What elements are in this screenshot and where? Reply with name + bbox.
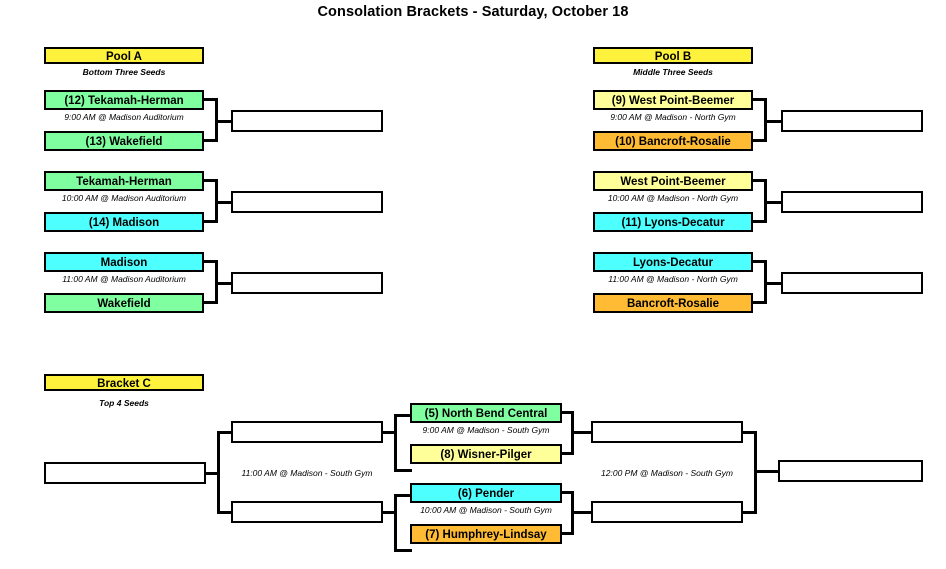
pool-b-game3-time: 11:00 AM @ Madison - North Gym [608, 274, 738, 284]
connector-line [394, 494, 397, 552]
pool-a-game1-winner-slot[interactable] [231, 110, 383, 132]
pool-b-game2-winner-slot[interactable] [781, 191, 923, 213]
pool-a-game3-top-team[interactable]: Madison [44, 252, 204, 272]
pool-a-game3-winner-slot[interactable] [231, 272, 383, 294]
connector-line [753, 260, 767, 263]
connector-line [204, 139, 218, 142]
bracket-c-qf1-time: 9:00 AM @ Madison - South Gym [422, 425, 550, 435]
connector-line [206, 472, 220, 475]
connector-line [753, 139, 767, 142]
bracket-c-qf2-top-team[interactable]: (6) Pender [410, 483, 562, 503]
bracket-c-final-time: 11:00 AM @ Madison - South Gym [241, 468, 373, 478]
bracket-c-qf2-time: 10:00 AM @ Madison - South Gym [420, 505, 552, 515]
connector-line [562, 491, 574, 494]
connector-line [204, 301, 218, 304]
bracket-c-qf2-bottom-team[interactable]: (7) Humphrey-Lindsay [410, 524, 562, 544]
connector-line [571, 431, 593, 434]
pool-a-game2-bottom-team[interactable]: (14) Madison [44, 212, 204, 232]
bracket-c-semifinal-lower-slot[interactable] [591, 501, 743, 523]
connector-line [753, 179, 767, 182]
connector-line [394, 494, 412, 497]
bracket-c-champion-slot[interactable] [44, 462, 206, 484]
connector-line [562, 411, 574, 414]
connector-line [215, 120, 233, 123]
connector-line [753, 98, 767, 101]
connector-line [764, 282, 783, 285]
connector-line [394, 414, 412, 417]
pool-b-game2-bottom-team[interactable]: (11) Lyons-Decatur [593, 212, 753, 232]
connector-line [764, 120, 783, 123]
pool-a-game3-bottom-team[interactable]: Wakefield [44, 293, 204, 313]
connector-line [562, 452, 574, 455]
connector-line [754, 470, 780, 473]
pool-a-subtitle: Bottom Three Seeds [82, 67, 166, 77]
connector-line [204, 260, 218, 263]
connector-line [215, 282, 233, 285]
bracket-c-qf1-top-team[interactable]: (5) North Bend Central [410, 403, 562, 423]
pool-a-game2-time: 10:00 AM @ Madison Auditorium [61, 193, 187, 203]
bracket-c-final-upper-slot[interactable] [231, 421, 383, 443]
connector-line [215, 201, 233, 204]
connector-line [394, 414, 397, 472]
connector-line [562, 532, 574, 535]
page-title: Consolation Brackets - Saturday, October… [317, 4, 629, 20]
connector-line [753, 301, 767, 304]
connector-line [394, 549, 412, 552]
pool-b-subtitle: Middle Three Seeds [633, 67, 713, 77]
connector-line [383, 511, 397, 514]
connector-line [764, 201, 783, 204]
bracket-c-header: Bracket C [44, 374, 204, 391]
bracket-c-qf1-bottom-team[interactable]: (8) Wisner-Pilger [410, 444, 562, 464]
connector-line [743, 511, 757, 514]
pool-b-header: Pool B [593, 47, 753, 64]
pool-b-game3-winner-slot[interactable] [781, 272, 923, 294]
connector-line [204, 98, 218, 101]
pool-b-game1-winner-slot[interactable] [781, 110, 923, 132]
connector-line [571, 511, 593, 514]
connector-line [394, 469, 412, 472]
pool-b-game3-top-team[interactable]: Lyons-Decatur [593, 252, 753, 272]
pool-b-game2-top-team[interactable]: West Point-Beemer [593, 171, 753, 191]
connector-line [383, 431, 397, 434]
connector-line [217, 511, 233, 514]
bracket-c-semifinal-time: 12:00 PM @ Madison - South Gym [601, 468, 733, 478]
pool-b-game1-top-team[interactable]: (9) West Point-Beemer [593, 90, 753, 110]
pool-b-game1-bottom-team[interactable]: (10) Bancroft-Rosalie [593, 131, 753, 151]
pool-a-header: Pool A [44, 47, 204, 64]
bracket-c-subtitle: Top 4 Seeds [99, 398, 149, 408]
pool-b-game3-bottom-team[interactable]: Bancroft-Rosalie [593, 293, 753, 313]
pool-b-game2-time: 10:00 AM @ Madison - North Gym [607, 193, 739, 203]
pool-a-game2-winner-slot[interactable] [231, 191, 383, 213]
pool-a-game1-bottom-team[interactable]: (13) Wakefield [44, 131, 204, 151]
pool-a-game1-time: 9:00 AM @ Madison Auditorium [64, 112, 184, 122]
bracket-c-semifinal-upper-slot[interactable] [591, 421, 743, 443]
connector-line [204, 220, 218, 223]
bracket-c-entry-slot[interactable] [778, 460, 923, 482]
pool-a-game1-top-team[interactable]: (12) Tekamah-Herman [44, 90, 204, 110]
connector-line [753, 220, 767, 223]
pool-a-game2-top-team[interactable]: Tekamah-Herman [44, 171, 204, 191]
connector-line [217, 431, 233, 434]
pool-b-game1-time: 9:00 AM @ Madison - North Gym [610, 112, 736, 122]
connector-line [204, 179, 218, 182]
bracket-c-final-lower-slot[interactable] [231, 501, 383, 523]
connector-line [217, 431, 220, 514]
connector-line [743, 431, 757, 434]
pool-a-game3-time: 11:00 AM @ Madison Auditorium [62, 274, 186, 284]
